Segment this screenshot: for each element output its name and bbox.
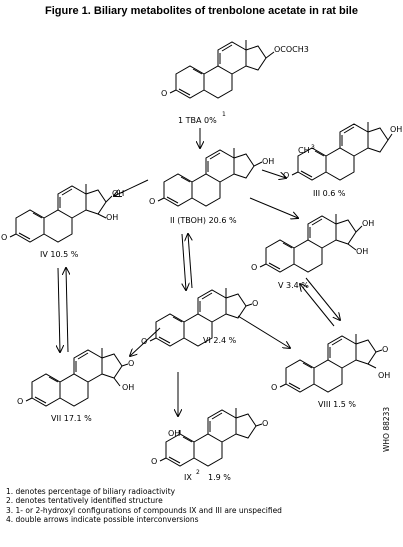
structure-ii: O OH [149, 147, 274, 207]
oxo-label: O [17, 397, 23, 406]
structure-v: O [251, 213, 363, 273]
structure-tba: O OCOCH3 [161, 39, 309, 99]
iii-substituent: OH [390, 125, 402, 134]
label-v: V 3.4 % [278, 281, 309, 290]
ix-substituent: OH [168, 429, 180, 438]
arrow-ii-to-iii [261, 169, 286, 178]
who-watermark: WHO 88233 [382, 406, 391, 452]
label-iv: IV 10.5 % [40, 250, 79, 259]
oxo-label: O [262, 419, 268, 428]
label-tba: 1 TBA 0% [178, 116, 217, 125]
arrow-ii-to-v [249, 197, 298, 218]
iii-methyl: CH [298, 146, 310, 155]
iii-methyl-sub: 3 [311, 144, 315, 151]
structure-viii: O O [271, 333, 388, 393]
arrow-ii-to-iv [114, 179, 149, 196]
label-ix-value: 1.9 % [208, 473, 231, 482]
structure-vi: O O [141, 287, 258, 347]
footnote-mark-1: 1 [222, 111, 226, 118]
viii-substituent: OH [378, 371, 390, 380]
footnote-2: 2. denotes tentatively identified struct… [6, 496, 163, 506]
v-substituent-bottom: OH [356, 247, 368, 256]
oxo-label: O [252, 299, 258, 308]
oxo-label: O [382, 345, 388, 354]
oxo-label: O [128, 359, 134, 368]
oxo-label: O [149, 197, 155, 206]
arrow-vi-to-vii [130, 327, 161, 356]
footnotes: 1. denotes percentage of biliary radioac… [6, 487, 282, 525]
oxo-label: O [141, 337, 147, 346]
iv-substituent-bottom: OH [106, 213, 118, 222]
oxo-label: O [271, 383, 277, 392]
footnote-mark-2: 2 [196, 469, 200, 476]
arrow-vii-to-iv [66, 268, 68, 353]
structure-vii: O O [17, 347, 134, 407]
oxo-label: O [161, 89, 167, 98]
oxo-label: O [283, 171, 289, 180]
footnote-3: 3. 1- or 2-hydroxyl configurations of co… [6, 505, 282, 515]
label-vii: VII 17.1 % [51, 414, 92, 423]
oxo-label: O [151, 457, 157, 466]
footnote-4: 4. double arrows indicate possible inter… [6, 515, 199, 525]
figure-title: Figure 1. Biliary metabolites of trenbol… [45, 5, 358, 17]
label-viii: VIII 1.5 % [318, 400, 356, 409]
ii-substituent: OH [262, 157, 274, 166]
tba-substituent: OCOCH3 [274, 45, 309, 54]
label-ix-prefix: IX [184, 473, 192, 482]
vii-substituent: OH [122, 383, 134, 392]
arrow-vi-to-viii [237, 315, 290, 348]
oxo-label: O [1, 233, 7, 242]
arrow-viii-to-v [300, 284, 335, 327]
oxo-label: O [251, 263, 257, 272]
arrow-vi-to-ii [188, 234, 192, 289]
label-iii: III 0.6 % [313, 189, 346, 198]
footnote-1: 1. denotes percentage of biliary radioac… [6, 487, 176, 496]
arrow-ii-to-vi [181, 233, 186, 290]
arrow-iv-to-vii [58, 267, 60, 352]
arrow-v-to-viii [305, 277, 340, 320]
v-substituent-top: OH [362, 219, 374, 228]
structure-ix: O O [151, 407, 268, 467]
label-ii: II (TBOH) 20.6 % [170, 216, 237, 225]
structure-iv: O [1, 183, 113, 243]
label-vi: VI 2.4 % [203, 336, 237, 345]
